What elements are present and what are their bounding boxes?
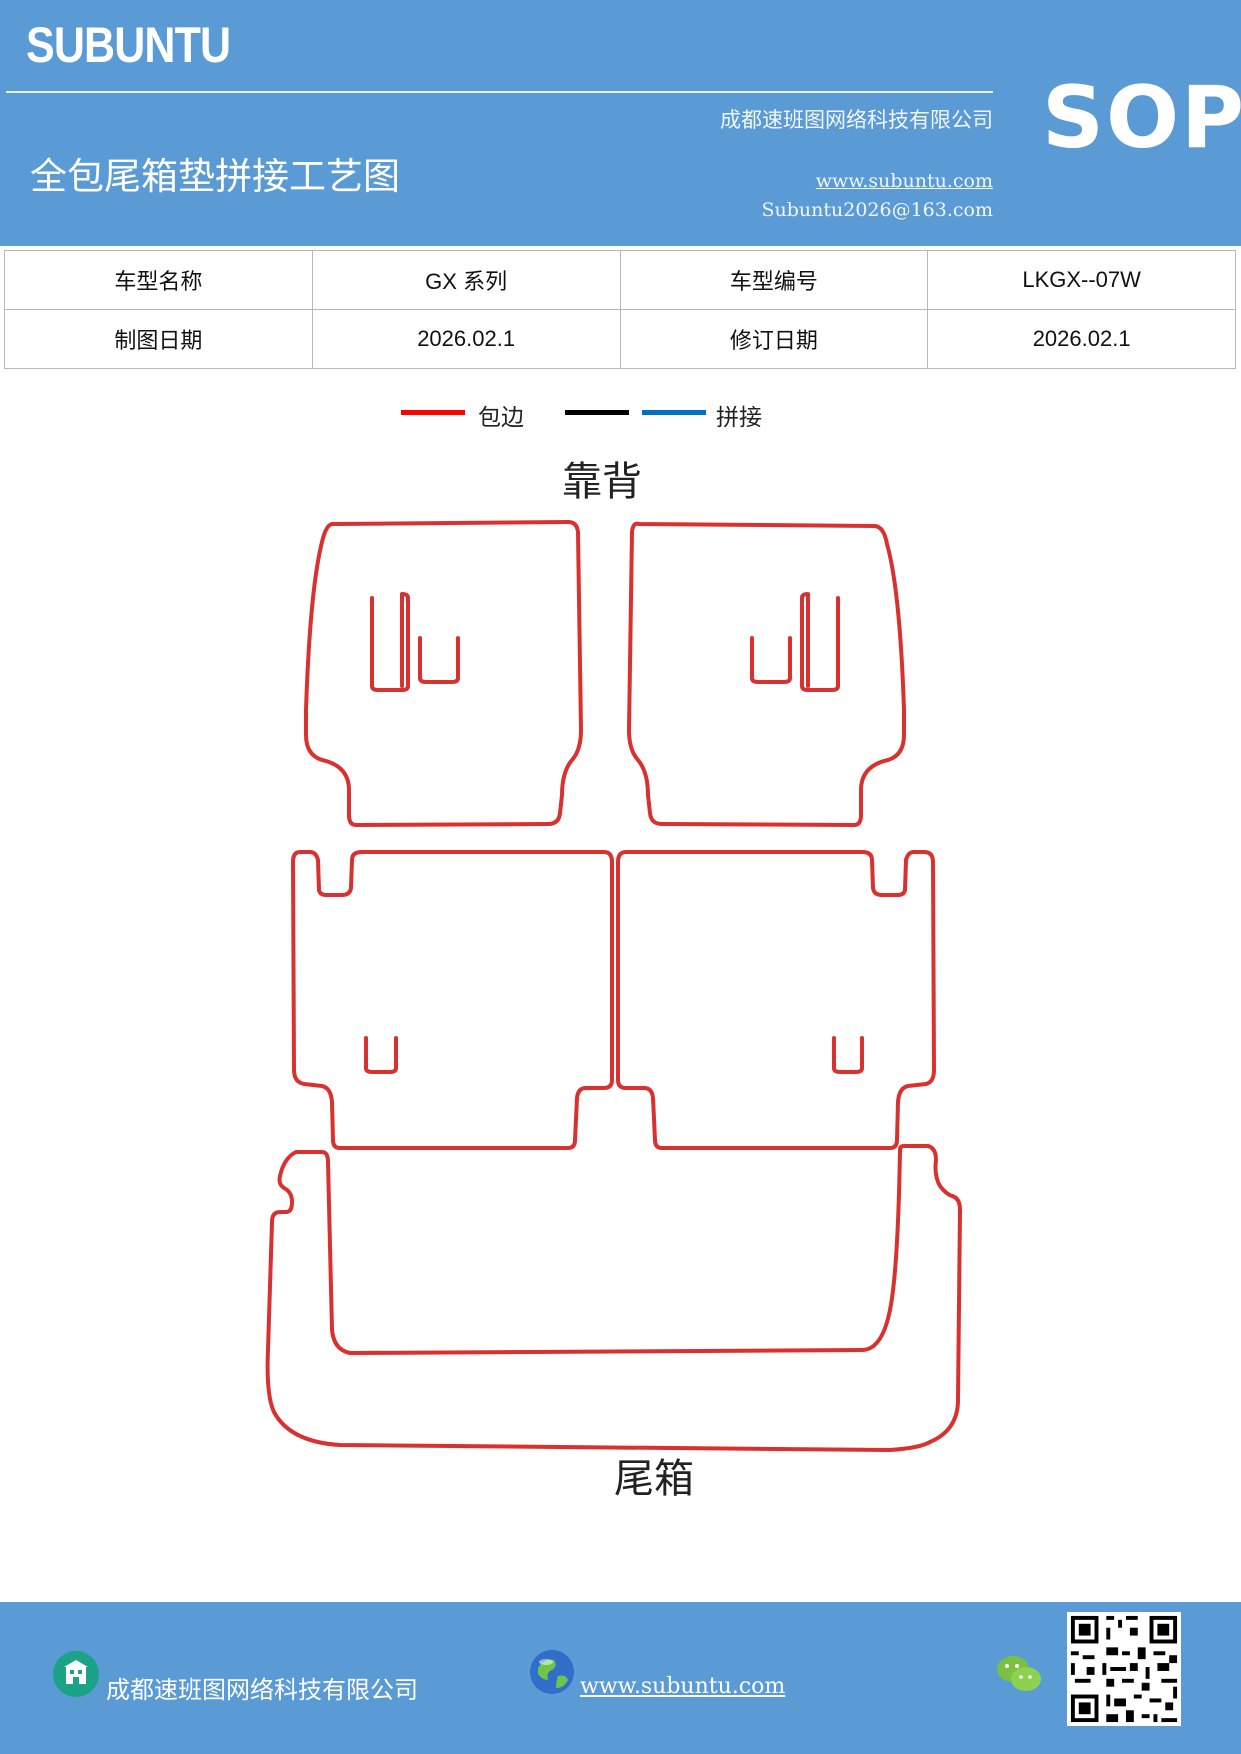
legend-swatch-edge [401,410,465,415]
legend-label-edge: 包边 [478,405,524,431]
footer-url-link[interactable]: www.subuntu.com [580,1674,786,1699]
legend: 包边 拼接 [0,398,1241,438]
footer: 成都速班图网络科技有限公司 www.subuntu.com [0,1602,1241,1754]
header-url-link[interactable]: www.subuntu.com [815,170,993,192]
value-model-name: GX 系列 [311,250,621,310]
header-divider [6,91,993,93]
page-title: 全包尾箱垫拼接工艺图 [30,155,400,198]
qr-code-icon[interactable] [1067,1612,1181,1726]
header-email: Subuntu2026@163.com [761,199,993,221]
backrest-right-slot [800,592,840,692]
wechat-icon[interactable] [996,1654,1042,1694]
label-revise-date: 修订日期 [619,309,929,369]
label-backrest: 靠背 [562,459,642,505]
backrest-left-slot-small [418,636,460,684]
seat-right-slot [832,1036,864,1074]
label-trunk: 尾箱 [614,1456,694,1502]
brand-logo: SUBUNTU [26,17,231,73]
info-table: 车型名称 GX 系列 车型编号 LKGX--07W 制图日期 2026.02.1… [4,250,1236,369]
globe-icon [530,1650,574,1694]
legend-label-splice: 拼接 [716,405,762,431]
header-company: 成都速班图网络科技有限公司 [720,108,993,132]
mat-drawing: 靠背 尾箱 [265,459,962,1502]
backrest-right-slot-small [750,636,792,684]
backrest-left-slot [370,592,410,692]
header: SUBUNTU 成都速班图网络科技有限公司 全包尾箱垫拼接工艺图 www.sub… [0,0,1241,246]
seat-left-piece [291,850,614,1150]
seat-right-piece [616,850,936,1150]
sop-badge: SOP [1042,68,1241,168]
table-row: 车型名称 GX 系列 车型编号 LKGX--07W [4,250,1236,310]
seat-left-slot [364,1036,398,1074]
legend-swatch-splice [642,410,706,415]
table-row: 制图日期 2026.02.1 修订日期 2026.02.1 [4,309,1236,369]
value-model-code: LKGX--07W [927,250,1236,310]
value-revise-date: 2026.02.1 [927,309,1236,369]
label-model-code: 车型编号 [619,250,929,310]
backrest-left-piece [304,520,583,827]
backrest-right-piece [627,521,906,827]
value-draw-date: 2026.02.1 [311,309,621,369]
building-icon [53,1651,99,1697]
label-draw-date: 制图日期 [4,309,313,369]
label-model-name: 车型名称 [4,250,313,310]
footer-company: 成都速班图网络科技有限公司 [106,1676,418,1704]
trunk-piece [265,1144,962,1452]
legend-swatch-black [565,410,629,415]
